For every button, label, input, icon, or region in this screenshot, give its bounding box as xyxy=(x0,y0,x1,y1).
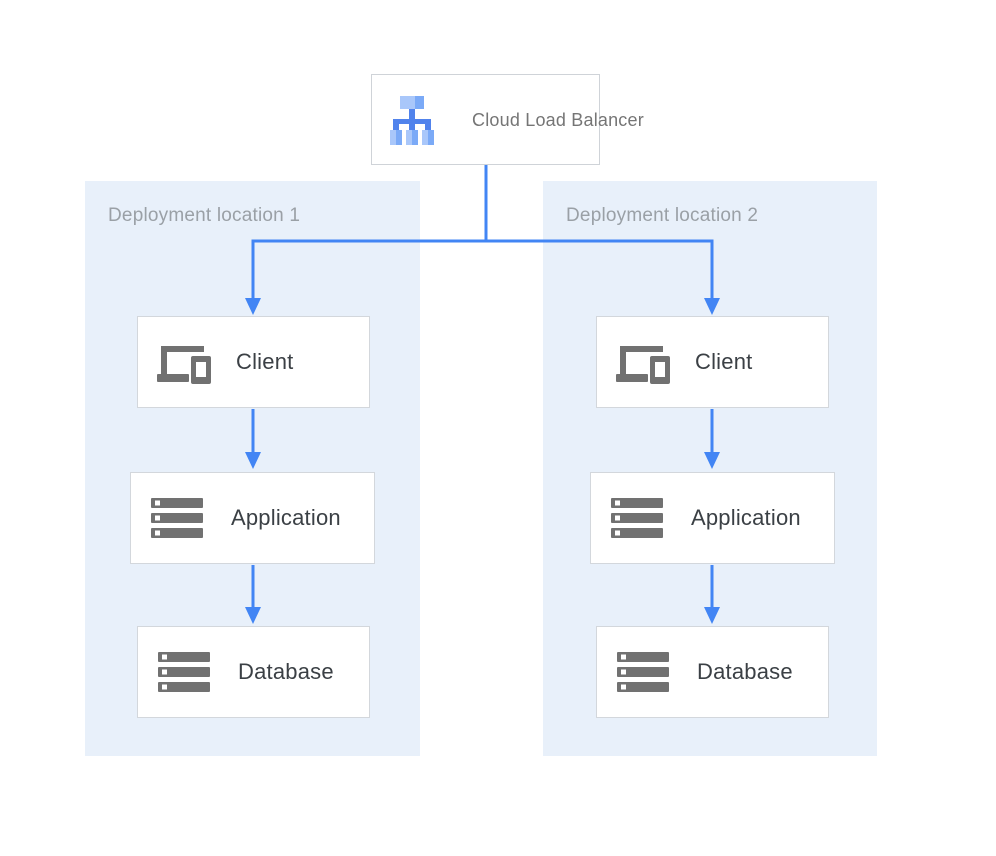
node-label: Database xyxy=(238,659,334,684)
node-zone2-application: Application xyxy=(590,472,835,564)
server-stack-icon xyxy=(611,498,663,538)
node-label: Client xyxy=(236,349,294,374)
node-zone1-application: Application xyxy=(130,472,375,564)
server-stack-icon xyxy=(617,652,669,692)
node-label: Cloud Load Balancer xyxy=(472,109,644,130)
node-zone1-database: Database xyxy=(137,626,370,718)
node-label: Application xyxy=(691,505,801,530)
node-zone1-client: Client xyxy=(137,316,370,408)
server-stack-icon xyxy=(158,652,210,692)
load-balancer-icon xyxy=(390,95,434,145)
node-zone2-database: Database xyxy=(596,626,829,718)
node-zone2-client: Client xyxy=(596,316,829,408)
node-label: Application xyxy=(231,505,341,530)
node-cloud-load-balancer: Cloud Load Balancer xyxy=(371,74,644,165)
zone-2-title: Deployment location 2 xyxy=(566,205,759,226)
client-devices-icon xyxy=(157,345,211,384)
client-devices-icon xyxy=(616,345,670,384)
node-label: Client xyxy=(695,349,753,374)
node-label: Database xyxy=(697,659,793,684)
zone-1-title: Deployment location 1 xyxy=(108,205,301,226)
server-stack-icon xyxy=(151,498,203,538)
